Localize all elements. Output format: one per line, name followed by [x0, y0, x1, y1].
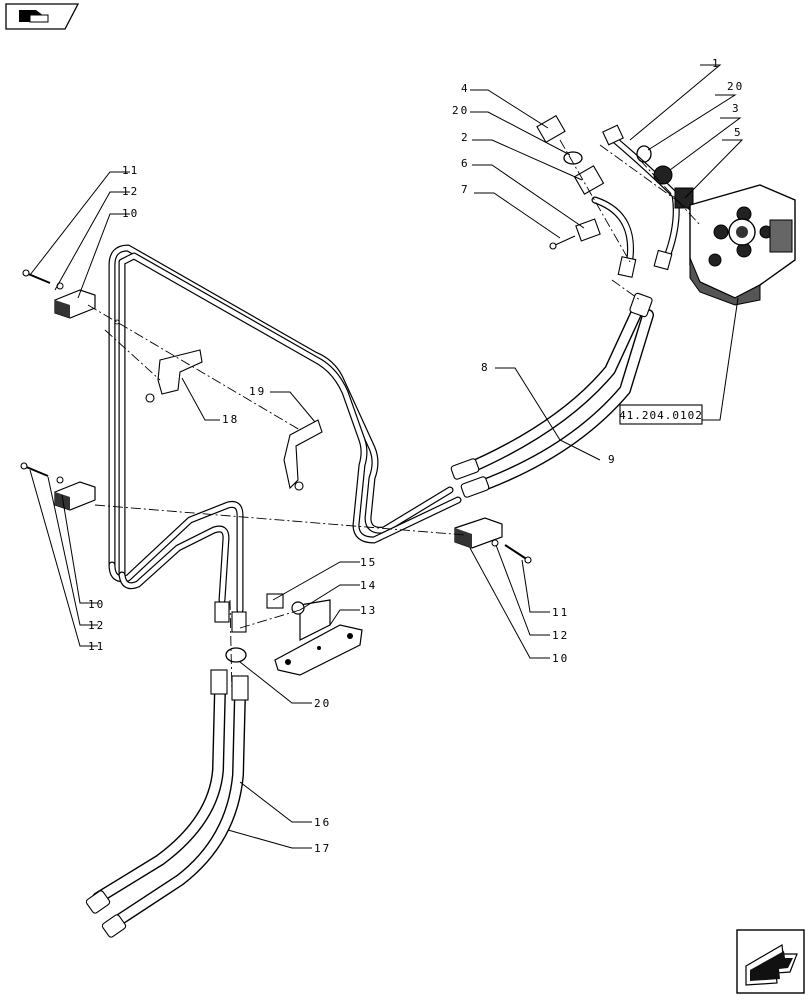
callout-13: 13: [360, 604, 377, 617]
callout-labels: 1 20 3 5 4 20 2 6 7 8 9 11 12 10 18 19 1…: [88, 57, 744, 855]
bracket-13: [266, 593, 363, 676]
callout-17: 17: [314, 842, 331, 855]
upper-pipes: [536, 114, 694, 278]
callout-20: 20: [452, 104, 469, 117]
callout-7: 7: [461, 183, 470, 196]
callout-4: 4: [461, 82, 470, 95]
clamp-left-lower: [20, 462, 96, 511]
callout-16: 16: [314, 816, 331, 829]
hose-assembly-upper: [450, 292, 654, 498]
alignment-lines: [87, 139, 701, 696]
callout-20: 20: [314, 697, 331, 710]
callout-6: 6: [461, 157, 470, 170]
callout-9: 9: [608, 453, 617, 466]
reference-box-label[interactable]: 41.204.0102: [619, 409, 703, 422]
callout-10: 10: [88, 598, 105, 611]
callout-8: 8: [481, 361, 490, 374]
reference-box[interactable]: [619, 404, 703, 425]
clamp-right: [454, 517, 532, 564]
callout-11: 11: [88, 640, 105, 653]
leader-lines: [29, 64, 744, 849]
fitting: [231, 611, 247, 633]
callout-15: 15: [360, 556, 377, 569]
callout-14: 14: [360, 579, 377, 592]
steel-tube-assembly: [108, 244, 462, 614]
bracket-18: [157, 349, 203, 395]
callout-12: 12: [122, 185, 139, 198]
callout-11: 11: [122, 164, 139, 177]
o-ring-20: [225, 647, 247, 663]
hose-assembly-lower: [85, 669, 249, 938]
callout-5: 5: [734, 126, 743, 139]
steering-valve: [689, 184, 796, 306]
callout-11: 11: [552, 606, 569, 619]
callout-1: 1: [712, 57, 721, 70]
callout-2: 2: [461, 131, 470, 144]
callout-12: 12: [88, 619, 105, 632]
callout-12: 12: [552, 629, 569, 642]
clamp-left-upper: [22, 269, 96, 319]
callout-3: 3: [732, 102, 741, 115]
callout-10: 10: [122, 207, 139, 220]
callout-18: 18: [222, 413, 239, 426]
next-page-arrow-icon[interactable]: [736, 929, 805, 994]
bracket-19: [283, 419, 323, 490]
fitting: [214, 601, 230, 623]
return-to-index-icon[interactable]: [5, 3, 80, 30]
callout-19: 19: [249, 385, 266, 398]
callout-20: 20: [727, 80, 744, 93]
callout-10: 10: [552, 652, 569, 665]
